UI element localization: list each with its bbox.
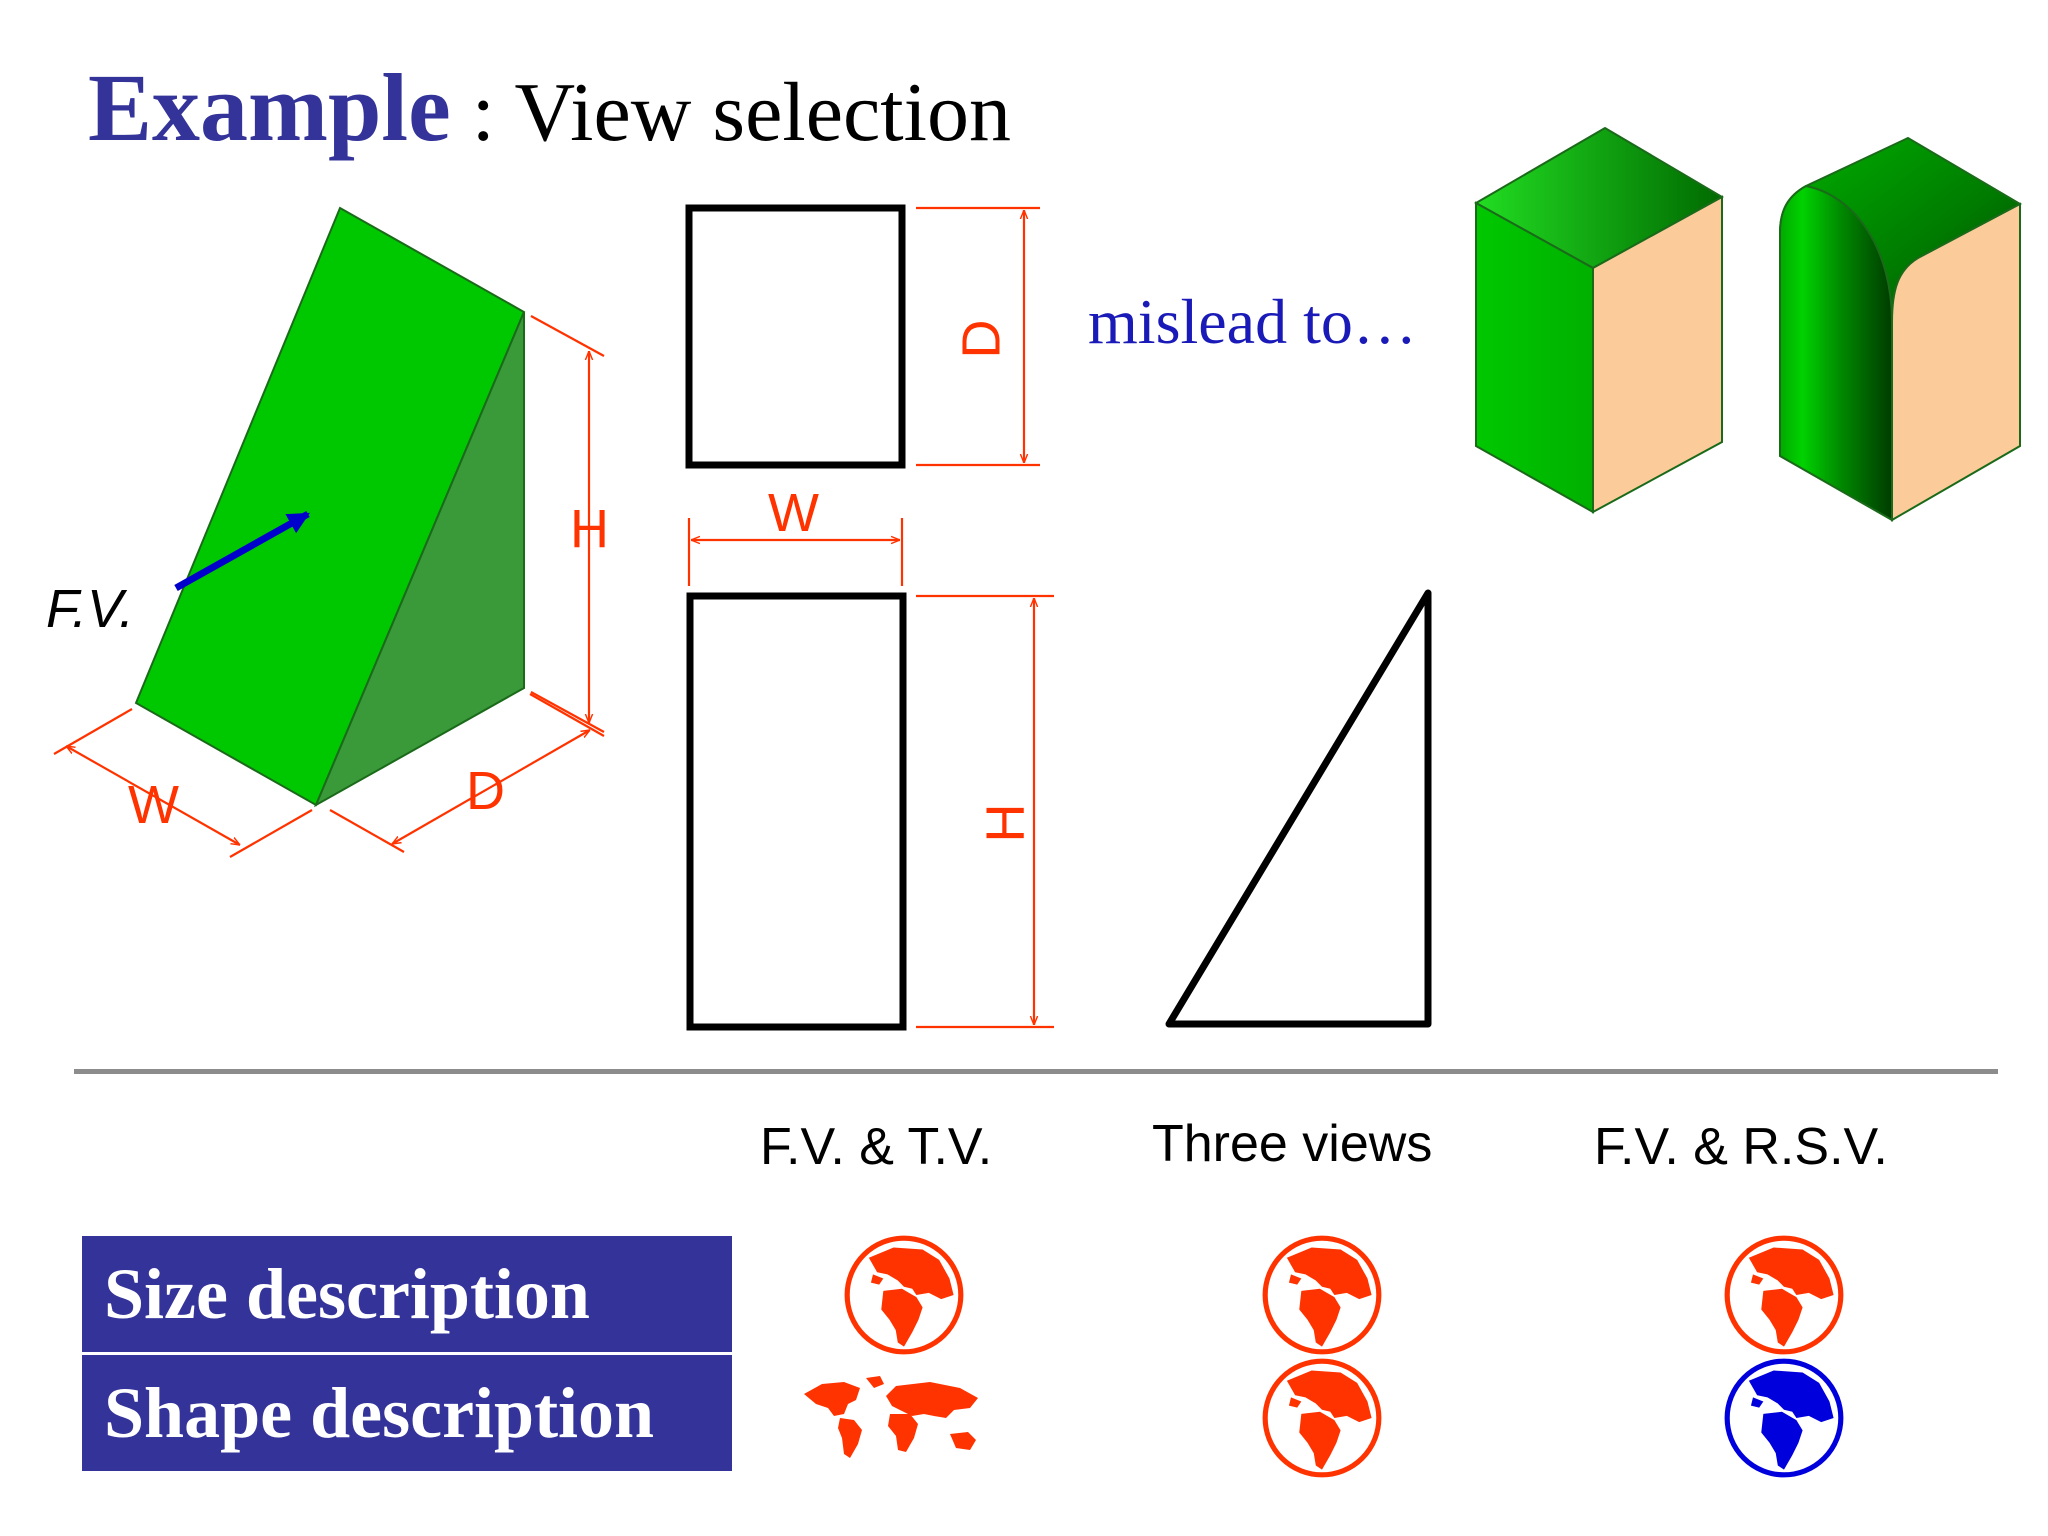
wedge-dim-h: H (570, 499, 609, 559)
row-label-shape: Shape description (82, 1355, 732, 1471)
top-view-dimension-lines (687, 206, 1040, 586)
globe-icon (1262, 1358, 1382, 1478)
globe-icon-best (1724, 1358, 1844, 1478)
column-fv-tv: F.V. & T.V. (760, 1118, 993, 1176)
top-view-dim-w: W (768, 483, 819, 543)
top-view-dim-d: D (951, 319, 1012, 359)
front-view-dimension-lines (916, 594, 1054, 1029)
front-view-rectangle (686, 592, 907, 1031)
globe-icon (844, 1235, 964, 1355)
title-rest: : View selection (450, 66, 1011, 159)
column-three-views: Three views (1152, 1115, 1433, 1173)
page-title: Example : View selection (88, 52, 1011, 163)
mislead-text: mislead to… (1088, 286, 1417, 357)
misleading-box-solid (1473, 126, 1725, 514)
title-strong: Example (88, 54, 451, 161)
wedge-solid (134, 206, 526, 808)
top-view-rectangle (685, 204, 906, 469)
front-view-label: F.V. (46, 579, 135, 639)
wedge-dimension-lines (53, 315, 605, 858)
front-view-arrow (174, 510, 310, 592)
column-fv-rsv: F.V. & R.S.V. (1594, 1118, 1888, 1176)
right-side-view-triangle (1165, 589, 1432, 1028)
globe-icon (1262, 1235, 1382, 1355)
misleading-rounded-solid (1778, 136, 2023, 522)
front-view-dim-h: H (975, 803, 1036, 843)
row-label-size: Size description (82, 1236, 732, 1352)
world-map-icon (804, 1376, 978, 1458)
section-divider (74, 1069, 1998, 1074)
wedge-dim-w: W (128, 775, 179, 835)
globe-icon (1724, 1235, 1844, 1355)
wedge-dim-d: D (466, 761, 505, 821)
